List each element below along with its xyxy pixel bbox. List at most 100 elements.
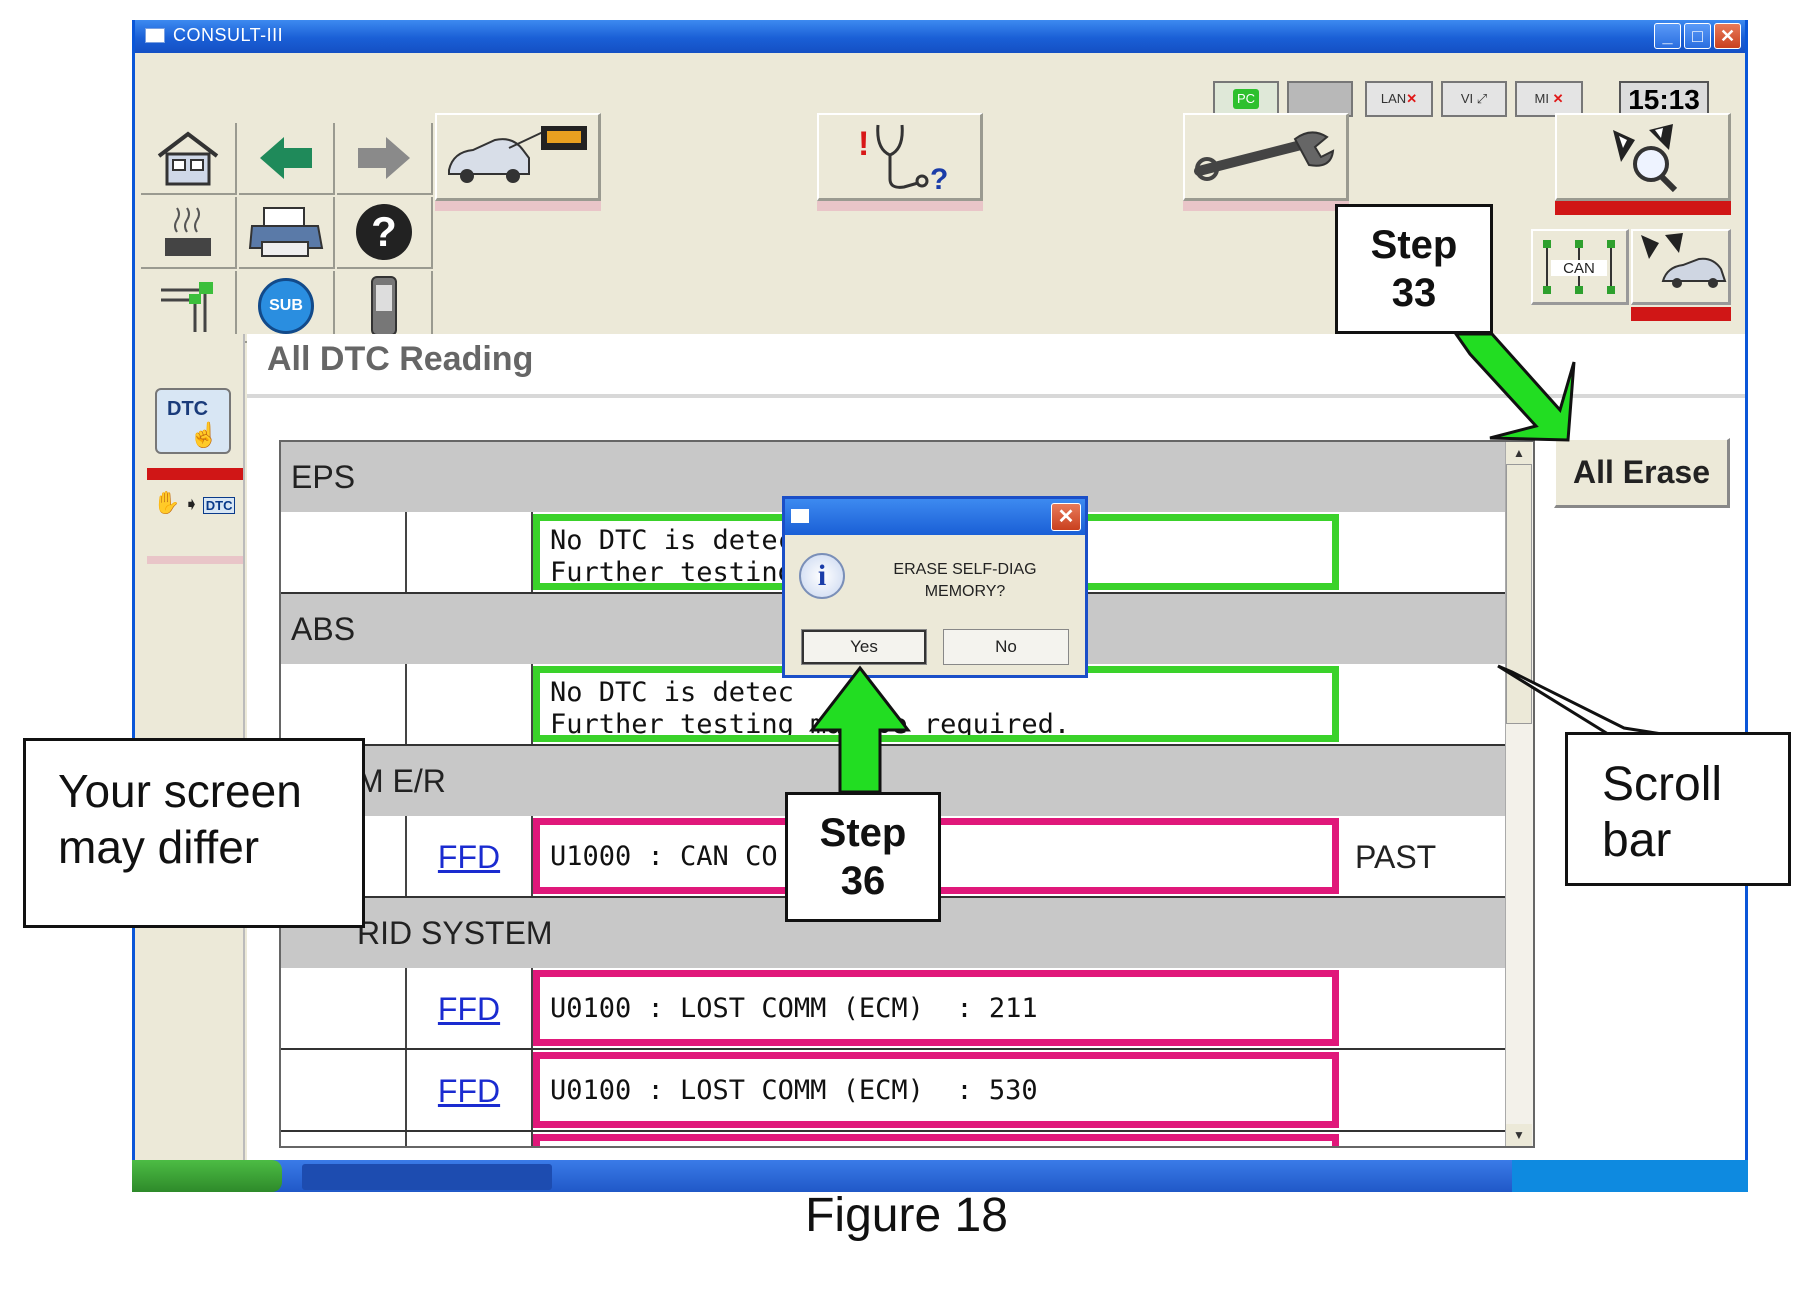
dtc-code-text: U1000 : CAN CO xyxy=(550,841,778,872)
step36-callout: Step 36 xyxy=(785,792,941,922)
mi-status-indicator: MI ✕ xyxy=(1515,81,1583,117)
no-button[interactable]: No xyxy=(943,629,1069,665)
diagnosis-underline xyxy=(817,201,983,211)
arrow-right-icon: ➧ xyxy=(184,494,200,514)
svg-text:!: ! xyxy=(858,125,869,163)
row-blank-cell xyxy=(281,664,407,744)
section-header-hybrid-system: RID SYSTEM xyxy=(281,898,1507,968)
dtc-result-cell: U0100 : LOST COMM (ECM) : 530 xyxy=(533,1052,1339,1128)
dialog-app-icon xyxy=(791,509,809,523)
forward-arrow-icon xyxy=(358,137,410,179)
figure-caption: Figure 18 xyxy=(805,1189,1008,1242)
can-diag-button[interactable]: CAN xyxy=(1531,229,1629,305)
home-icon xyxy=(157,131,219,186)
vehicle-connect-underline xyxy=(435,201,601,211)
can-network-icon: CAN xyxy=(1542,239,1615,294)
screen-differ-callout: Your screen may differ xyxy=(23,738,365,928)
ffd-link[interactable]: FFD xyxy=(407,816,533,896)
lan-status-indicator: LAN✕ xyxy=(1365,81,1433,117)
info-icon: i xyxy=(799,553,845,599)
toolbar: PC LAN✕ VI ⤢ MI ✕ 15:13 ? xyxy=(135,53,1745,353)
row-blank-cell xyxy=(281,968,407,1048)
dtc-active-bar xyxy=(147,468,243,480)
step36-arrow-icon xyxy=(808,665,912,794)
wrench-icon xyxy=(1193,131,1334,181)
dtc-result-cell xyxy=(533,1134,1339,1146)
dialog-message-line1: ERASE SELF-DIAG xyxy=(893,561,1037,578)
start-button[interactable] xyxy=(132,1160,282,1192)
forward-button[interactable] xyxy=(337,123,433,195)
erase-confirm-dialog: ✕ i ERASE SELF-DIAG MEMORY? Yes No xyxy=(782,496,1088,678)
screen-differ-line2: may differ xyxy=(58,821,260,873)
step36-label: Step xyxy=(819,811,907,855)
page-title: All DTC Reading xyxy=(267,340,534,378)
step36-number: 36 xyxy=(840,859,886,903)
vehicle-connect-button[interactable] xyxy=(435,113,601,201)
step33-label: Step xyxy=(1370,223,1458,267)
mi-label: MI xyxy=(1534,91,1549,106)
dtc-mode-label: DTC xyxy=(167,398,209,420)
sub-icon: SUB xyxy=(258,278,314,334)
scroll-up-icon[interactable]: ▲ xyxy=(1506,442,1532,464)
dtc-sub-button[interactable]: ✋ ➧ DTC xyxy=(153,490,237,550)
scroll-bar-callout: Scroll bar xyxy=(1565,732,1791,886)
dtc-status-cell: PAST xyxy=(1355,839,1437,875)
yes-button[interactable]: Yes xyxy=(801,629,927,665)
vehicle-connect-icon xyxy=(447,125,587,183)
help-button[interactable]: ? xyxy=(337,197,433,269)
vehicle-connect-group xyxy=(435,113,601,211)
hand-pointer-icon: ☝ xyxy=(189,422,219,449)
signal-indicator xyxy=(1287,81,1353,117)
vi-label: VI xyxy=(1460,91,1474,106)
screen-differ-line1: Your screen xyxy=(58,765,302,817)
title-divider xyxy=(247,394,1745,398)
disconnected-x-icon: ✕ xyxy=(1406,91,1418,106)
maximize-button[interactable]: □ xyxy=(1684,23,1711,49)
mi-disconnected-icon: ✕ xyxy=(1552,91,1564,106)
vi-device-button[interactable] xyxy=(337,271,433,343)
back-button[interactable] xyxy=(239,123,335,195)
scroll-bar-line1: Scroll xyxy=(1602,758,1723,811)
heater-button[interactable] xyxy=(141,197,237,269)
taskbar-app-item[interactable] xyxy=(302,1164,552,1190)
window-close-button[interactable]: ✕ xyxy=(1714,23,1741,49)
dtc-result-cell: U0100 : LOST COMM (ECM) : 211 xyxy=(533,970,1339,1046)
dtc-sub-underline xyxy=(147,556,243,564)
print-button[interactable] xyxy=(239,197,335,269)
system-tray xyxy=(1512,1160,1748,1192)
ffd-link[interactable]: FFD xyxy=(407,968,533,1048)
minimize-button[interactable]: _ xyxy=(1654,23,1681,49)
work-support-underline xyxy=(1183,201,1349,211)
vi-device-icon xyxy=(371,276,397,336)
all-erase-button[interactable]: All Erase xyxy=(1554,438,1730,508)
vi-plug-icon: ⤢ xyxy=(1476,91,1488,106)
dialog-title-bar[interactable]: ✕ xyxy=(785,499,1085,535)
flags-car-icon xyxy=(1641,233,1727,288)
vehicle-select-button[interactable] xyxy=(1631,229,1731,305)
home-button[interactable] xyxy=(141,123,237,195)
checkered-flags-icon xyxy=(1612,123,1677,192)
step33-callout: Step 33 xyxy=(1335,204,1493,334)
table-row xyxy=(281,1132,1507,1146)
title-bar[interactable]: CONSULT-III _ □ ✕ xyxy=(135,20,1745,53)
immunity-button[interactable] xyxy=(1555,113,1731,201)
immunity-active-bar xyxy=(1555,201,1731,215)
table-row: FFD U0100 : LOST COMM (ECM) : 211 xyxy=(281,968,1507,1050)
diagnosis-group: !? xyxy=(817,113,983,211)
dialog-message-line2: MEMORY? xyxy=(924,583,1006,600)
row-blank-cell xyxy=(281,1132,407,1146)
dialog-close-button[interactable]: ✕ xyxy=(1051,503,1081,531)
scroll-down-icon[interactable]: ▼ xyxy=(1506,1124,1532,1146)
row-blank-cell xyxy=(281,1050,407,1130)
vi-status-indicator: VI ⤢ xyxy=(1441,81,1507,117)
scroll-bar-pointer-icon xyxy=(1497,664,1663,736)
screen-capture-button[interactable] xyxy=(141,271,237,343)
diagnosis-button[interactable]: !? xyxy=(817,113,983,201)
printer-icon xyxy=(248,207,324,257)
dialog-message: ERASE SELF-DIAG MEMORY? xyxy=(855,559,1075,603)
dtc-mode-button[interactable]: DTC ☝ xyxy=(155,388,231,454)
work-support-button[interactable] xyxy=(1183,113,1349,201)
immunity-group xyxy=(1555,113,1731,215)
ffd-link[interactable]: FFD xyxy=(407,1050,533,1130)
